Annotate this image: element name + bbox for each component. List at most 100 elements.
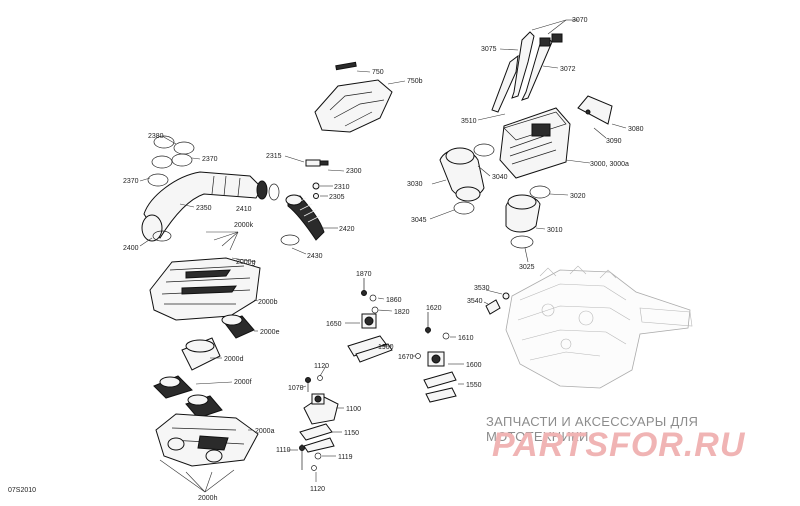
- bellows-2420-part[interactable]: [285, 194, 325, 241]
- callout-2305: 2305: [329, 194, 345, 201]
- clamp-2370b-part[interactable]: [171, 153, 193, 167]
- callout-2000k: 2000k: [234, 222, 254, 229]
- nut-1120a-part[interactable]: [317, 375, 323, 381]
- engine-block-outline: [505, 265, 693, 389]
- fitting-2305-part[interactable]: [313, 193, 319, 199]
- bolt-1620-part[interactable]: [425, 312, 431, 334]
- callout-750b: 750b: [407, 78, 423, 85]
- callout-2000h: 2000h: [198, 495, 218, 502]
- clamp-3045-part[interactable]: [453, 201, 475, 215]
- nut-1119-part[interactable]: [314, 452, 322, 460]
- callout-2400: 2400: [123, 245, 139, 252]
- callout-2315: 2315: [266, 153, 282, 160]
- clamp-3025-part[interactable]: [510, 235, 534, 249]
- callout-3045: 3045: [411, 217, 427, 224]
- callout-3000: 3000, 3000a: [590, 161, 629, 168]
- watermark-brand-logo: PARTSFOR.RU: [492, 426, 746, 464]
- bracket-1150-part[interactable]: [299, 423, 335, 453]
- callout-1120a: 1120: [314, 363, 329, 370]
- bolt-1110-part[interactable]: [299, 444, 305, 470]
- callout-2000g: 2000g: [236, 259, 256, 266]
- callout-2430: 2430: [307, 253, 323, 260]
- callout-2380: 2380: [148, 133, 164, 140]
- heat-shield-part[interactable]: [577, 95, 613, 125]
- callout-1900: 1900: [378, 344, 394, 351]
- watermark-tagline: ЗАПЧАСТИ И АКСЕССУАРЫ ДЛЯ МОТОТЕХНИКИ: [486, 414, 699, 444]
- boot-2000e-part[interactable]: [221, 314, 255, 339]
- callout-2000b: 2000b: [258, 299, 278, 306]
- callout-3025: 3025: [519, 264, 535, 271]
- callout-2420: 2420: [339, 226, 355, 233]
- callout-2000e: 2000e: [260, 329, 280, 336]
- callout-1620: 1620: [426, 305, 442, 312]
- clamp-2370a-part[interactable]: [151, 155, 173, 169]
- callout-3080: 3080: [628, 126, 644, 133]
- callout-1119: 1119: [338, 454, 353, 461]
- clamp-3020-part[interactable]: [529, 185, 551, 199]
- engine-mount-1600-part[interactable]: [423, 351, 457, 403]
- nut-1610-part[interactable]: [442, 332, 450, 340]
- boot-3030-part[interactable]: [439, 147, 485, 202]
- callout-3072: 3072: [560, 66, 576, 73]
- clamp-2410-part[interactable]: [268, 183, 280, 201]
- callout-1860: 1860: [386, 297, 402, 304]
- bracket-3540-part[interactable]: [485, 299, 501, 315]
- callout-2370b: 2370: [123, 178, 139, 185]
- engine-mount-1100-part[interactable]: [303, 393, 339, 425]
- callout-1110: 1110: [276, 447, 291, 454]
- callout-3090: 3090: [606, 138, 622, 145]
- callout-2000d: 2000d: [224, 356, 244, 363]
- callout-2350: 2350: [196, 205, 212, 212]
- plenum-2000a-part[interactable]: [155, 413, 259, 467]
- callout-1610: 1610: [458, 335, 474, 342]
- callout-3075: 3075: [481, 46, 497, 53]
- engine-cover-part[interactable]: [314, 61, 393, 133]
- callout-2370a: 2370: [202, 156, 218, 163]
- callout-3540: 3540: [467, 298, 483, 305]
- callout-1070: 1070: [288, 385, 304, 392]
- engine-mount-1650-part[interactable]: [347, 313, 393, 363]
- callout-1650: 1650: [326, 321, 342, 328]
- callout-3070: 3070: [572, 17, 588, 24]
- nut-1670-part[interactable]: [415, 353, 421, 359]
- clamp-2430-part[interactable]: [280, 234, 300, 246]
- callout-2310: 2310: [334, 184, 350, 191]
- callout-1120b: 1120: [310, 486, 325, 493]
- callout-3530: 3530: [474, 285, 490, 292]
- callout-1550: 1550: [466, 382, 482, 389]
- callout-1820: 1820: [394, 309, 410, 316]
- clamp-3040-part[interactable]: [473, 143, 495, 157]
- callout-1670: 1670: [398, 354, 414, 361]
- washer-1860-part[interactable]: [369, 294, 377, 302]
- elbow-2000f-part[interactable]: [153, 375, 223, 419]
- callout-2410: 2410: [236, 206, 252, 213]
- bolt-1870-part[interactable]: [361, 278, 367, 296]
- intercooler-part[interactable]: [499, 107, 571, 179]
- intake-manifold-part[interactable]: [149, 257, 261, 321]
- callout-1870: 1870: [356, 271, 372, 278]
- bolt-1070-part[interactable]: [305, 377, 311, 393]
- callout-750: 750: [372, 69, 384, 76]
- air-tube-2350-part[interactable]: [141, 171, 268, 242]
- intercooler-hoses-part[interactable]: [491, 31, 563, 113]
- callout-1150: 1150: [344, 430, 359, 437]
- fitting-3530-part[interactable]: [502, 292, 510, 300]
- callout-3040: 3040: [492, 174, 508, 181]
- callout-1600: 1600: [466, 362, 482, 369]
- callout-1100: 1100: [346, 406, 361, 413]
- fitting-2310-part[interactable]: [312, 182, 320, 190]
- callout-2000f: 2000f: [234, 379, 252, 386]
- clamp-2370c-part[interactable]: [147, 173, 169, 187]
- boot-3010-part[interactable]: [505, 194, 541, 233]
- duct-2000d-part[interactable]: [181, 337, 221, 371]
- diagram-code: 07S2010: [8, 487, 37, 494]
- callout-3010: 3010: [547, 227, 563, 234]
- clamp-2400-part[interactable]: [152, 230, 172, 242]
- callout-3030: 3030: [407, 181, 423, 188]
- callout-2000a: 2000a: [255, 428, 275, 435]
- callout-3510: 3510: [461, 118, 477, 125]
- sensor-2300-part[interactable]: [305, 159, 329, 167]
- nut-1820-part[interactable]: [371, 306, 379, 314]
- nut-1120b-part[interactable]: [311, 465, 317, 471]
